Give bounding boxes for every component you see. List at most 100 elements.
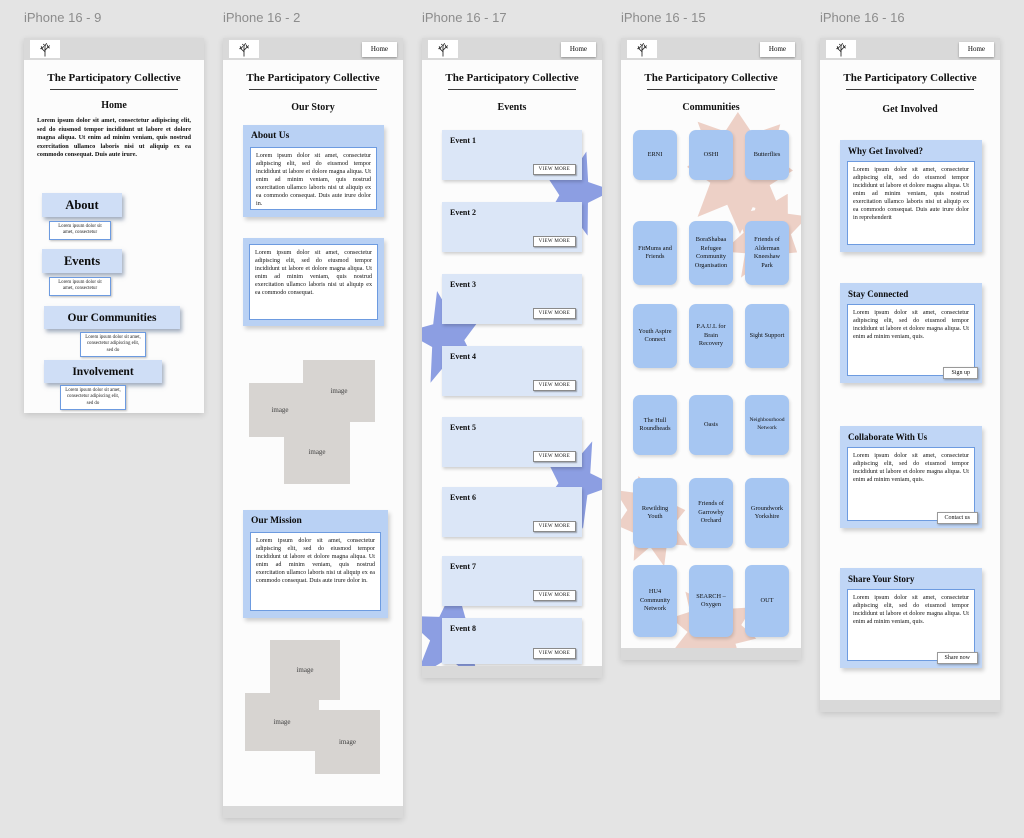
about-us-text: Lorem ipsum dolor sit amet, consectetur … bbox=[250, 147, 377, 210]
event-card: Event 1 VIEW MORE bbox=[442, 130, 582, 180]
image-placeholder-label: image bbox=[296, 666, 314, 674]
community-button[interactable]: Friends of Garrowby Orchard bbox=[689, 478, 733, 548]
title-divider bbox=[846, 89, 974, 90]
community-button[interactable]: P.A.U.L for Brain Recovery bbox=[689, 304, 733, 368]
frame-our-story: Home The Participatory Collective Our St… bbox=[223, 38, 403, 818]
image-placeholder: image bbox=[245, 693, 319, 751]
view-more-button[interactable]: VIEW MORE bbox=[532, 380, 576, 391]
app-header: Home bbox=[223, 38, 403, 60]
our-mission-panel: Our Mission Lorem ipsum dolor sit amet, … bbox=[243, 510, 388, 618]
view-more-button[interactable]: VIEW MORE bbox=[532, 648, 576, 659]
event-card: Event 4 VIEW MORE bbox=[442, 346, 582, 396]
event-card: Event 8 VIEW MORE bbox=[442, 618, 582, 664]
community-button[interactable]: Youth Aspire Connect bbox=[633, 304, 677, 368]
why-get-involved-heading: Why Get Involved? bbox=[848, 146, 924, 156]
nav-caption-our-communities: Lorem ipsum dolor sit amet, consectetur … bbox=[80, 332, 146, 358]
tree-logo-icon bbox=[836, 42, 846, 57]
community-button[interactable]: Oasis bbox=[689, 395, 733, 455]
about-us-heading: About Us bbox=[251, 131, 290, 141]
stay-connected-text: Lorem ipsum dolor sit amet, consectetur … bbox=[847, 304, 975, 376]
tree-logo-icon bbox=[239, 42, 249, 57]
app-header: Home bbox=[820, 38, 1000, 60]
home-button[interactable]: Home bbox=[361, 42, 397, 57]
community-button[interactable]: OSHI bbox=[689, 130, 733, 180]
view-more-button[interactable]: VIEW MORE bbox=[532, 590, 576, 601]
site-title: The Participatory Collective bbox=[246, 72, 380, 84]
logo-box[interactable] bbox=[30, 40, 60, 58]
event-title: Event 6 bbox=[450, 493, 476, 502]
home-button[interactable]: Home bbox=[759, 42, 795, 57]
page-title: Get Involved bbox=[882, 104, 938, 115]
community-button[interactable]: OUT bbox=[745, 565, 789, 637]
logo-box[interactable] bbox=[428, 40, 458, 58]
frame-label-our-story[interactable]: iPhone 16 - 2 bbox=[223, 10, 301, 25]
community-button[interactable]: ERNI bbox=[633, 130, 677, 180]
community-button[interactable]: SEARCH – Oxygen bbox=[689, 565, 733, 637]
image-placeholder: image bbox=[249, 383, 311, 437]
home-button[interactable]: Home bbox=[958, 42, 994, 57]
community-button[interactable]: Rewilding Youth bbox=[633, 478, 677, 548]
nav-button-involvement[interactable]: Involvement bbox=[44, 360, 162, 383]
share-now-button[interactable]: Share now bbox=[936, 652, 978, 664]
logo-box[interactable] bbox=[627, 40, 657, 58]
app-header: Home bbox=[621, 38, 801, 60]
image-placeholder-label: image bbox=[271, 406, 289, 414]
footer-bar bbox=[422, 666, 602, 678]
community-button[interactable]: BoraShabaa Refugee Community Organisatio… bbox=[689, 221, 733, 285]
why-get-involved-panel: Why Get Involved? Lorem ipsum dolor sit … bbox=[840, 140, 982, 252]
frame-label-home[interactable]: iPhone 16 - 9 bbox=[24, 10, 102, 25]
nav-button-events[interactable]: Events bbox=[42, 249, 122, 273]
logo-box[interactable] bbox=[826, 40, 856, 58]
community-button[interactable]: HU4 Community Network bbox=[633, 565, 677, 637]
stay-connected-panel: Stay Connected Lorem ipsum dolor sit ame… bbox=[840, 283, 982, 383]
community-button[interactable]: Neighbourhood Network bbox=[745, 395, 789, 455]
view-more-button[interactable]: VIEW MORE bbox=[532, 521, 576, 532]
event-card: Event 7 VIEW MORE bbox=[442, 556, 582, 606]
share-your-story-heading: Share Your Story bbox=[848, 574, 915, 584]
nav-caption-about: Lorem ipsum dolor sit amet, consectetur bbox=[49, 221, 111, 240]
nav-button-about[interactable]: About bbox=[42, 193, 122, 217]
event-card: Event 3 VIEW MORE bbox=[442, 274, 582, 324]
story-intro-text: Lorem ipsum dolor sit amet, consectetur … bbox=[249, 244, 378, 320]
view-more-button[interactable]: VIEW MORE bbox=[532, 451, 576, 462]
logo-box[interactable] bbox=[229, 40, 259, 58]
frame-events: Home The Participatory Collective Events… bbox=[422, 38, 602, 678]
contact-us-button[interactable]: Contact us bbox=[936, 512, 978, 524]
community-button[interactable]: Groundwork Yorkshire bbox=[745, 478, 789, 548]
view-more-button[interactable]: VIEW MORE bbox=[532, 164, 576, 175]
home-button[interactable]: Home bbox=[560, 42, 596, 57]
nav-button-our-communities[interactable]: Our Communities bbox=[44, 306, 180, 329]
frame-home: The Participatory Collective Home Lorem … bbox=[24, 38, 204, 413]
footer-bar bbox=[223, 806, 403, 818]
sign-up-button[interactable]: Sign up bbox=[943, 367, 978, 379]
title-divider bbox=[647, 89, 775, 90]
community-button[interactable]: Sight Support bbox=[745, 304, 789, 368]
event-card: Event 2 VIEW MORE bbox=[442, 202, 582, 252]
view-more-button[interactable]: VIEW MORE bbox=[532, 308, 576, 319]
page-title: Home bbox=[101, 100, 127, 111]
frame-label-events[interactable]: iPhone 16 - 17 bbox=[422, 10, 507, 25]
frame-communities: Home The Participatory Collective Commun… bbox=[621, 38, 801, 660]
app-header: Home bbox=[422, 38, 602, 60]
image-placeholder-label: image bbox=[273, 718, 291, 726]
tree-logo-icon bbox=[637, 42, 647, 57]
image-placeholder-label: image bbox=[330, 387, 348, 395]
frame-get-involved: Home The Participatory Collective Get In… bbox=[820, 38, 1000, 712]
tree-logo-icon bbox=[40, 42, 50, 57]
community-button[interactable]: Friends of Alderman Kneeshaw Park bbox=[745, 221, 789, 285]
event-title: Event 4 bbox=[450, 352, 476, 361]
why-get-involved-text: Lorem ipsum dolor sit amet, consectetur … bbox=[847, 161, 975, 245]
frame-label-get-involved[interactable]: iPhone 16 - 16 bbox=[820, 10, 905, 25]
community-button[interactable]: Butterflies bbox=[745, 130, 789, 180]
event-title: Event 7 bbox=[450, 562, 476, 571]
image-placeholder: image bbox=[270, 640, 340, 700]
title-divider bbox=[50, 89, 178, 90]
community-button[interactable]: FitMums and Friends bbox=[633, 221, 677, 285]
community-button[interactable]: The Hull Roundheads bbox=[633, 395, 677, 455]
tree-logo-icon bbox=[438, 42, 448, 57]
collaborate-text: Lorem ipsum dolor sit amet, consectetur … bbox=[847, 447, 975, 521]
our-mission-heading: Our Mission bbox=[251, 516, 302, 526]
frame-label-communities[interactable]: iPhone 16 - 15 bbox=[621, 10, 706, 25]
view-more-button[interactable]: VIEW MORE bbox=[532, 236, 576, 247]
